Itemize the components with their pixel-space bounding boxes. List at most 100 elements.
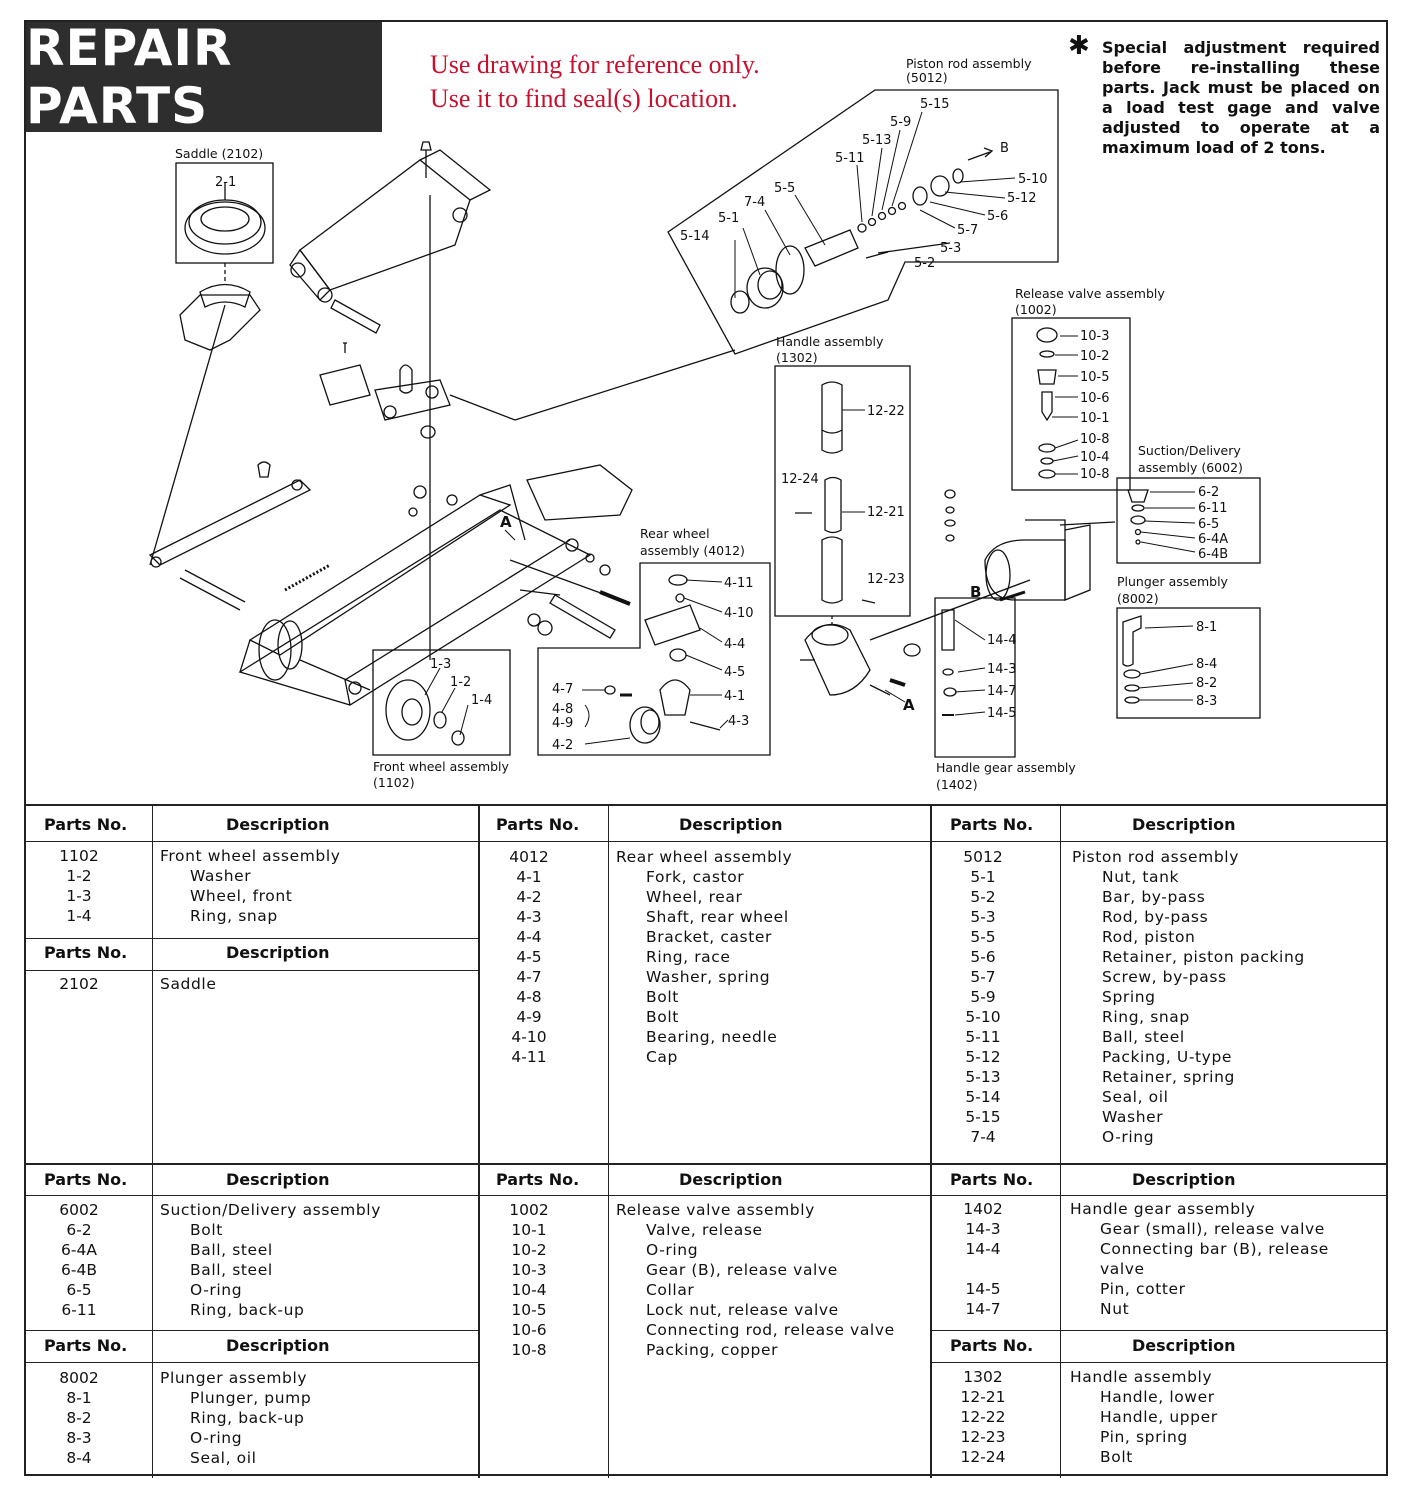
- callout: 4-11: [724, 576, 754, 591]
- callout: 6-4B: [1198, 547, 1228, 562]
- assembly-description: Handle gear assembly: [1070, 1200, 1256, 1218]
- description-header: Description: [226, 943, 330, 962]
- part-number: 10-1: [511, 1221, 547, 1239]
- reference-note-line-2: Use it to find seal(s) location.: [430, 84, 738, 113]
- part-description: Ring, snap: [1102, 1008, 1190, 1026]
- suction-box: [1116, 477, 1261, 564]
- callout: A: [903, 696, 915, 714]
- reference-note-line-1: Use drawing for reference only.: [430, 50, 760, 79]
- callout: 10-2: [1080, 349, 1110, 364]
- part-description: Seal, oil: [190, 1449, 257, 1467]
- part-number: 6-2: [66, 1221, 92, 1239]
- callout: 5-14: [680, 229, 710, 244]
- callout: 5-3: [940, 241, 961, 256]
- callout: 5-6: [987, 209, 1008, 224]
- part-number: 10-4: [511, 1281, 547, 1299]
- callout: 6-4A: [1198, 532, 1228, 547]
- part-description: Lock nut, release valve: [646, 1301, 839, 1319]
- part-number: 4-8: [516, 988, 542, 1006]
- callout: 14-7: [987, 684, 1017, 699]
- part-description: Ring, snap: [190, 907, 278, 925]
- callout: 8-3: [1196, 694, 1217, 709]
- description-header: Description: [1132, 815, 1236, 834]
- assembly-description: Release valve assembly: [616, 1201, 815, 1219]
- part-description: Packing, U-type: [1102, 1048, 1233, 1066]
- release-valve-assembly-label: Release valve assembly: [1015, 286, 1165, 301]
- part-number: 5-10: [965, 1008, 1001, 1026]
- parts-no-header: Parts No.: [44, 1170, 128, 1189]
- callout: 10-1: [1080, 411, 1110, 426]
- page-title: REPAIR PARTS: [26, 19, 382, 135]
- description-header: Description: [226, 1170, 330, 1189]
- part-number: 10-3: [511, 1261, 547, 1279]
- piston-rod-assembly-label: Piston rod assembly: [906, 56, 1032, 71]
- part-number: 1002: [509, 1201, 549, 1219]
- handle-gear-assembly-number: (1402): [936, 777, 978, 792]
- part-number: 10-8: [511, 1341, 547, 1359]
- special-adjustment-text: Special adjustment required before re-in…: [1102, 38, 1380, 157]
- part-number: 14-4: [965, 1240, 1001, 1258]
- part-description: Ball, steel: [190, 1241, 273, 1259]
- part-number: 5012: [963, 848, 1003, 866]
- description-header: Description: [679, 815, 783, 834]
- part-description: Retainer, spring: [1102, 1068, 1235, 1086]
- part-number: 1-3: [66, 887, 92, 905]
- front-wheel-assembly-number: (1102): [373, 775, 415, 790]
- callout: 12-24: [781, 472, 819, 487]
- part-description: O-ring: [190, 1281, 243, 1299]
- handle-assembly-label: Handle assembly: [776, 334, 884, 349]
- part-number: 5-13: [965, 1068, 1001, 1086]
- front-wheel-box: [372, 649, 511, 756]
- part-description: Bolt: [646, 988, 679, 1006]
- part-description: Connecting rod, release valve: [646, 1321, 895, 1339]
- part-description: Seal, oil: [1102, 1088, 1169, 1106]
- part-description: Ring, race: [646, 948, 731, 966]
- part-description: Washer, spring: [646, 968, 771, 986]
- part-number: 5-5: [970, 928, 996, 946]
- assembly-description: Rear wheel assembly: [616, 848, 793, 866]
- parts-no-header: Parts No.: [950, 1336, 1034, 1355]
- callout: 8-2: [1196, 676, 1217, 691]
- part-description: Bolt: [190, 1221, 223, 1239]
- callout: 5-10: [1018, 172, 1048, 187]
- parts-no-header: Parts No.: [496, 815, 580, 834]
- part-description: Retainer, piston packing: [1102, 948, 1305, 966]
- part-number: 5-11: [965, 1028, 1001, 1046]
- callout: 10-8: [1080, 432, 1110, 447]
- part-number: 4-10: [511, 1028, 547, 1046]
- description-header: Description: [1132, 1170, 1236, 1189]
- callout: 5-7: [957, 223, 978, 238]
- callout: 5-1: [718, 211, 739, 226]
- front-wheel-assembly-label: Front wheel assembly: [373, 759, 510, 774]
- callout: 2-1: [215, 175, 236, 190]
- part-description: Nut, tank: [1102, 868, 1180, 886]
- part-description: Bolt: [646, 1008, 679, 1026]
- part-description: Cap: [646, 1048, 678, 1066]
- plunger-assembly-number: (8002): [1117, 591, 1159, 606]
- callout: 6-5: [1198, 517, 1219, 532]
- part-description: Ring, back-up: [190, 1301, 305, 1319]
- part-number: 12-23: [960, 1428, 1006, 1446]
- part-number: 6-4B: [61, 1261, 97, 1279]
- assembly-description: Front wheel assembly: [160, 847, 341, 865]
- callout: 5-2: [914, 256, 935, 271]
- parts-no-header: Parts No.: [950, 1170, 1034, 1189]
- part-number: 4012: [509, 848, 549, 866]
- part-number: 6-11: [61, 1301, 97, 1319]
- piston-box: [667, 89, 1059, 355]
- plunger-box: [1116, 607, 1261, 719]
- callout: 4-8: [552, 702, 573, 717]
- suction-delivery-assembly-label: Suction/Delivery: [1138, 443, 1241, 458]
- callout: A: [500, 513, 512, 531]
- description-header: Description: [679, 1170, 783, 1189]
- part-number: 12-24: [960, 1448, 1006, 1466]
- callout: B: [970, 583, 981, 601]
- callout: 1-3: [430, 657, 451, 672]
- assembly-description: Plunger assembly: [160, 1369, 308, 1387]
- callout: 4-2: [552, 738, 573, 753]
- callout: 5-11: [835, 151, 865, 166]
- special-adjustment-note: ✱ Special adjustment required before re-…: [1068, 33, 1380, 158]
- part-description: Screw, by-pass: [1102, 968, 1227, 986]
- part-description: Bracket, caster: [646, 928, 772, 946]
- page-frame: [24, 20, 1388, 1476]
